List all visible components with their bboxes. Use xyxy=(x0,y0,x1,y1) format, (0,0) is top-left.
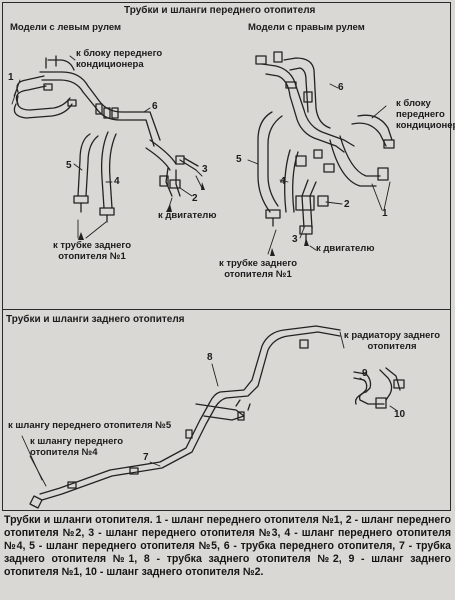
figure-frame xyxy=(2,2,451,511)
lhd-callout-1: 1 xyxy=(8,72,14,83)
rhd-to-ac-unit-label: к блоку переднего кондиционера xyxy=(396,98,455,131)
front-heater-title: Трубки и шланги переднего отопителя xyxy=(124,5,316,16)
rear-heater-assembly xyxy=(21,325,405,509)
rear-heater-title: Трубки и шланги заднего отопителя xyxy=(6,314,185,325)
lhd-front-heater-assembly xyxy=(11,55,203,239)
rhd-callout-4: 4 xyxy=(280,176,286,187)
lhd-model-title: Модели с левым рулем xyxy=(10,22,122,33)
lhd-callout-2: 2 xyxy=(192,193,198,204)
lhd-callout-4: 4 xyxy=(114,176,120,187)
rhd-to-rear-tube-label: к трубке заднего отопителя №1 xyxy=(218,258,298,280)
lhd-callout-3: 3 xyxy=(202,164,208,175)
rear-callout-7: 7 xyxy=(143,452,149,463)
lhd-to-ac-unit-label: к блоку переднего кондиционера xyxy=(76,48,163,70)
section-divider xyxy=(2,309,451,310)
rear-callout-9: 9 xyxy=(362,368,368,379)
lhd-to-rear-tube-label: к трубке заднего отопителя №1 xyxy=(52,240,132,262)
arrowheads xyxy=(78,182,309,256)
rhd-to-engine-label: к двигателю xyxy=(316,243,375,254)
figure-caption: Трубки и шланги отопителя. 1 - шланг пер… xyxy=(4,514,451,578)
rhd-callout-2: 2 xyxy=(344,199,350,210)
rear-callout-10: 10 xyxy=(394,409,406,420)
lhd-callout-6: 6 xyxy=(152,101,158,112)
rhd-callout-6: 6 xyxy=(338,82,344,93)
rhd-model-title: Модели с правым рулем xyxy=(248,22,365,33)
rhd-callout-1: 1 xyxy=(382,208,388,219)
rhd-callout-5: 5 xyxy=(236,154,242,165)
lhd-callout-5: 5 xyxy=(66,160,72,171)
to-front-hose-5-label: к шлангу переднего отопителя №5 xyxy=(8,420,172,431)
to-rear-radiator-label: к радиатору заднего отопителя xyxy=(343,330,441,352)
rhd-callout-3: 3 xyxy=(292,234,298,245)
rear-callout-8: 8 xyxy=(207,352,213,363)
lhd-to-engine-label: к двигателю xyxy=(158,210,217,221)
rhd-front-heater-assembly xyxy=(247,51,395,255)
to-front-hose-4-label: к шлангу переднего отопителя №4 xyxy=(30,436,124,458)
